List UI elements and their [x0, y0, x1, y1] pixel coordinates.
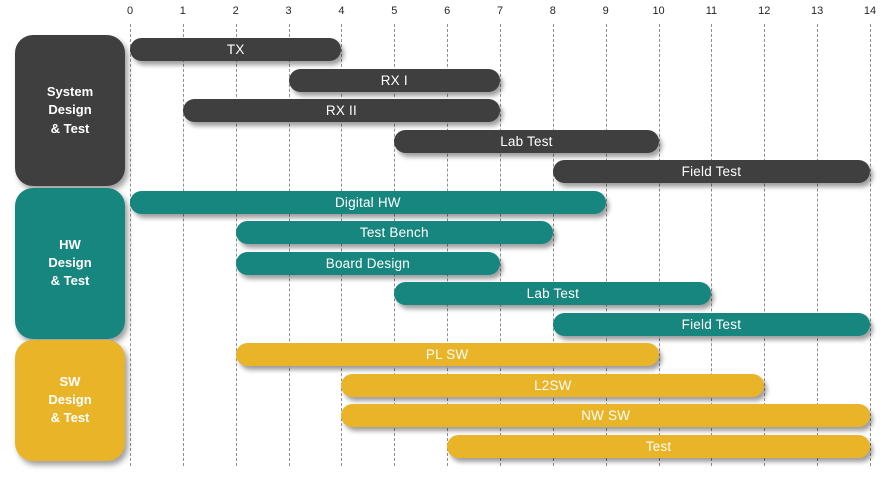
x-tick-label: 1 — [179, 5, 186, 17]
x-tick-label: 13 — [811, 5, 824, 17]
gridline — [552, 24, 554, 466]
task-label-rx-ii: RX II — [325, 103, 357, 118]
task-label-field-test: Field Test — [681, 164, 742, 179]
group-label-sw-design-test: SW Design & Test — [15, 340, 125, 461]
task-label-lab-test: Lab Test — [500, 133, 553, 149]
gridline — [658, 24, 660, 466]
group-label-line: & Test — [50, 120, 90, 136]
group-label-hw-design-test: HW Design & Test — [15, 187, 125, 339]
task-bar-rx-ii: RX II — [182, 99, 500, 122]
task-label-tx: TX — [226, 42, 245, 57]
task-label-rx-i: RX I — [380, 72, 408, 88]
group-label-line: & Test — [50, 273, 90, 289]
x-tick-label: 6 — [444, 5, 451, 17]
x-tick-label: 3 — [285, 5, 292, 17]
gridline — [394, 24, 396, 466]
x-tick-label: 2 — [232, 5, 239, 17]
gridline — [764, 24, 766, 466]
x-tick-label: 11 — [705, 5, 718, 17]
gridline — [817, 24, 819, 466]
task-bar-lab-test: Lab Test — [394, 282, 712, 305]
x-tick-label: 0 — [126, 5, 134, 17]
x-tick-label: 12 — [758, 5, 771, 17]
gridline — [500, 24, 501, 466]
x-tick-label: 9 — [602, 5, 609, 17]
gridline — [130, 24, 131, 466]
group-label-line: & Test — [50, 410, 90, 426]
task-label-test-bench: Test Bench — [359, 225, 429, 240]
task-bar-test: Test — [447, 434, 870, 458]
x-tick-label: 5 — [391, 5, 398, 17]
group-label-line: Design — [48, 254, 92, 270]
group-label-line: Design — [48, 102, 92, 118]
task-bar-field-test: Field Test — [552, 160, 870, 183]
group-label-line: SW — [59, 373, 81, 389]
task-label-digital-hw: Digital HW — [334, 194, 401, 210]
task-bar-tx: TX — [130, 38, 342, 61]
task-bar-field-test: Field Test — [552, 312, 870, 336]
x-tick-label: 14 — [863, 5, 877, 17]
task-label-lab-test: Lab Test — [526, 286, 580, 301]
x-tick-label: 4 — [338, 5, 345, 17]
gridline — [288, 24, 290, 466]
task-label-l2sw: L2SW — [534, 377, 572, 393]
x-tick-label: 7 — [496, 5, 504, 17]
task-bar-digital-hw: Digital HW — [130, 190, 606, 214]
x-tick-label: 8 — [549, 5, 556, 17]
task-bar-lab-test: Lab Test — [394, 129, 659, 153]
task-bar-test-bench: Test Bench — [235, 221, 553, 244]
gridline — [235, 24, 237, 466]
task-label-board-design: Board Design — [325, 255, 410, 271]
task-label-field-test: Field Test — [681, 316, 742, 332]
task-bar-board-design: Board Design — [235, 251, 500, 275]
group-label-line: Design — [48, 392, 92, 408]
gridline — [870, 24, 871, 466]
gridline — [447, 24, 449, 466]
group-label-line: System — [46, 84, 94, 100]
task-label-nw-sw: NW SW — [581, 408, 631, 423]
gridline — [605, 24, 607, 466]
task-bar-rx-i: RX I — [288, 68, 500, 92]
task-bar-l2sw: L2SW — [341, 373, 765, 397]
gridline — [341, 24, 343, 466]
gridline — [182, 24, 184, 466]
group-label-line: HW — [59, 236, 81, 252]
gridline — [711, 24, 713, 466]
task-label-pl-sw: PL SW — [425, 347, 469, 362]
task-label-test: Test — [645, 438, 672, 454]
x-tick-label: 10 — [652, 5, 665, 17]
task-bar-nw-sw: NW SW — [341, 404, 870, 427]
task-bar-pl-sw: PL SW — [235, 343, 659, 366]
